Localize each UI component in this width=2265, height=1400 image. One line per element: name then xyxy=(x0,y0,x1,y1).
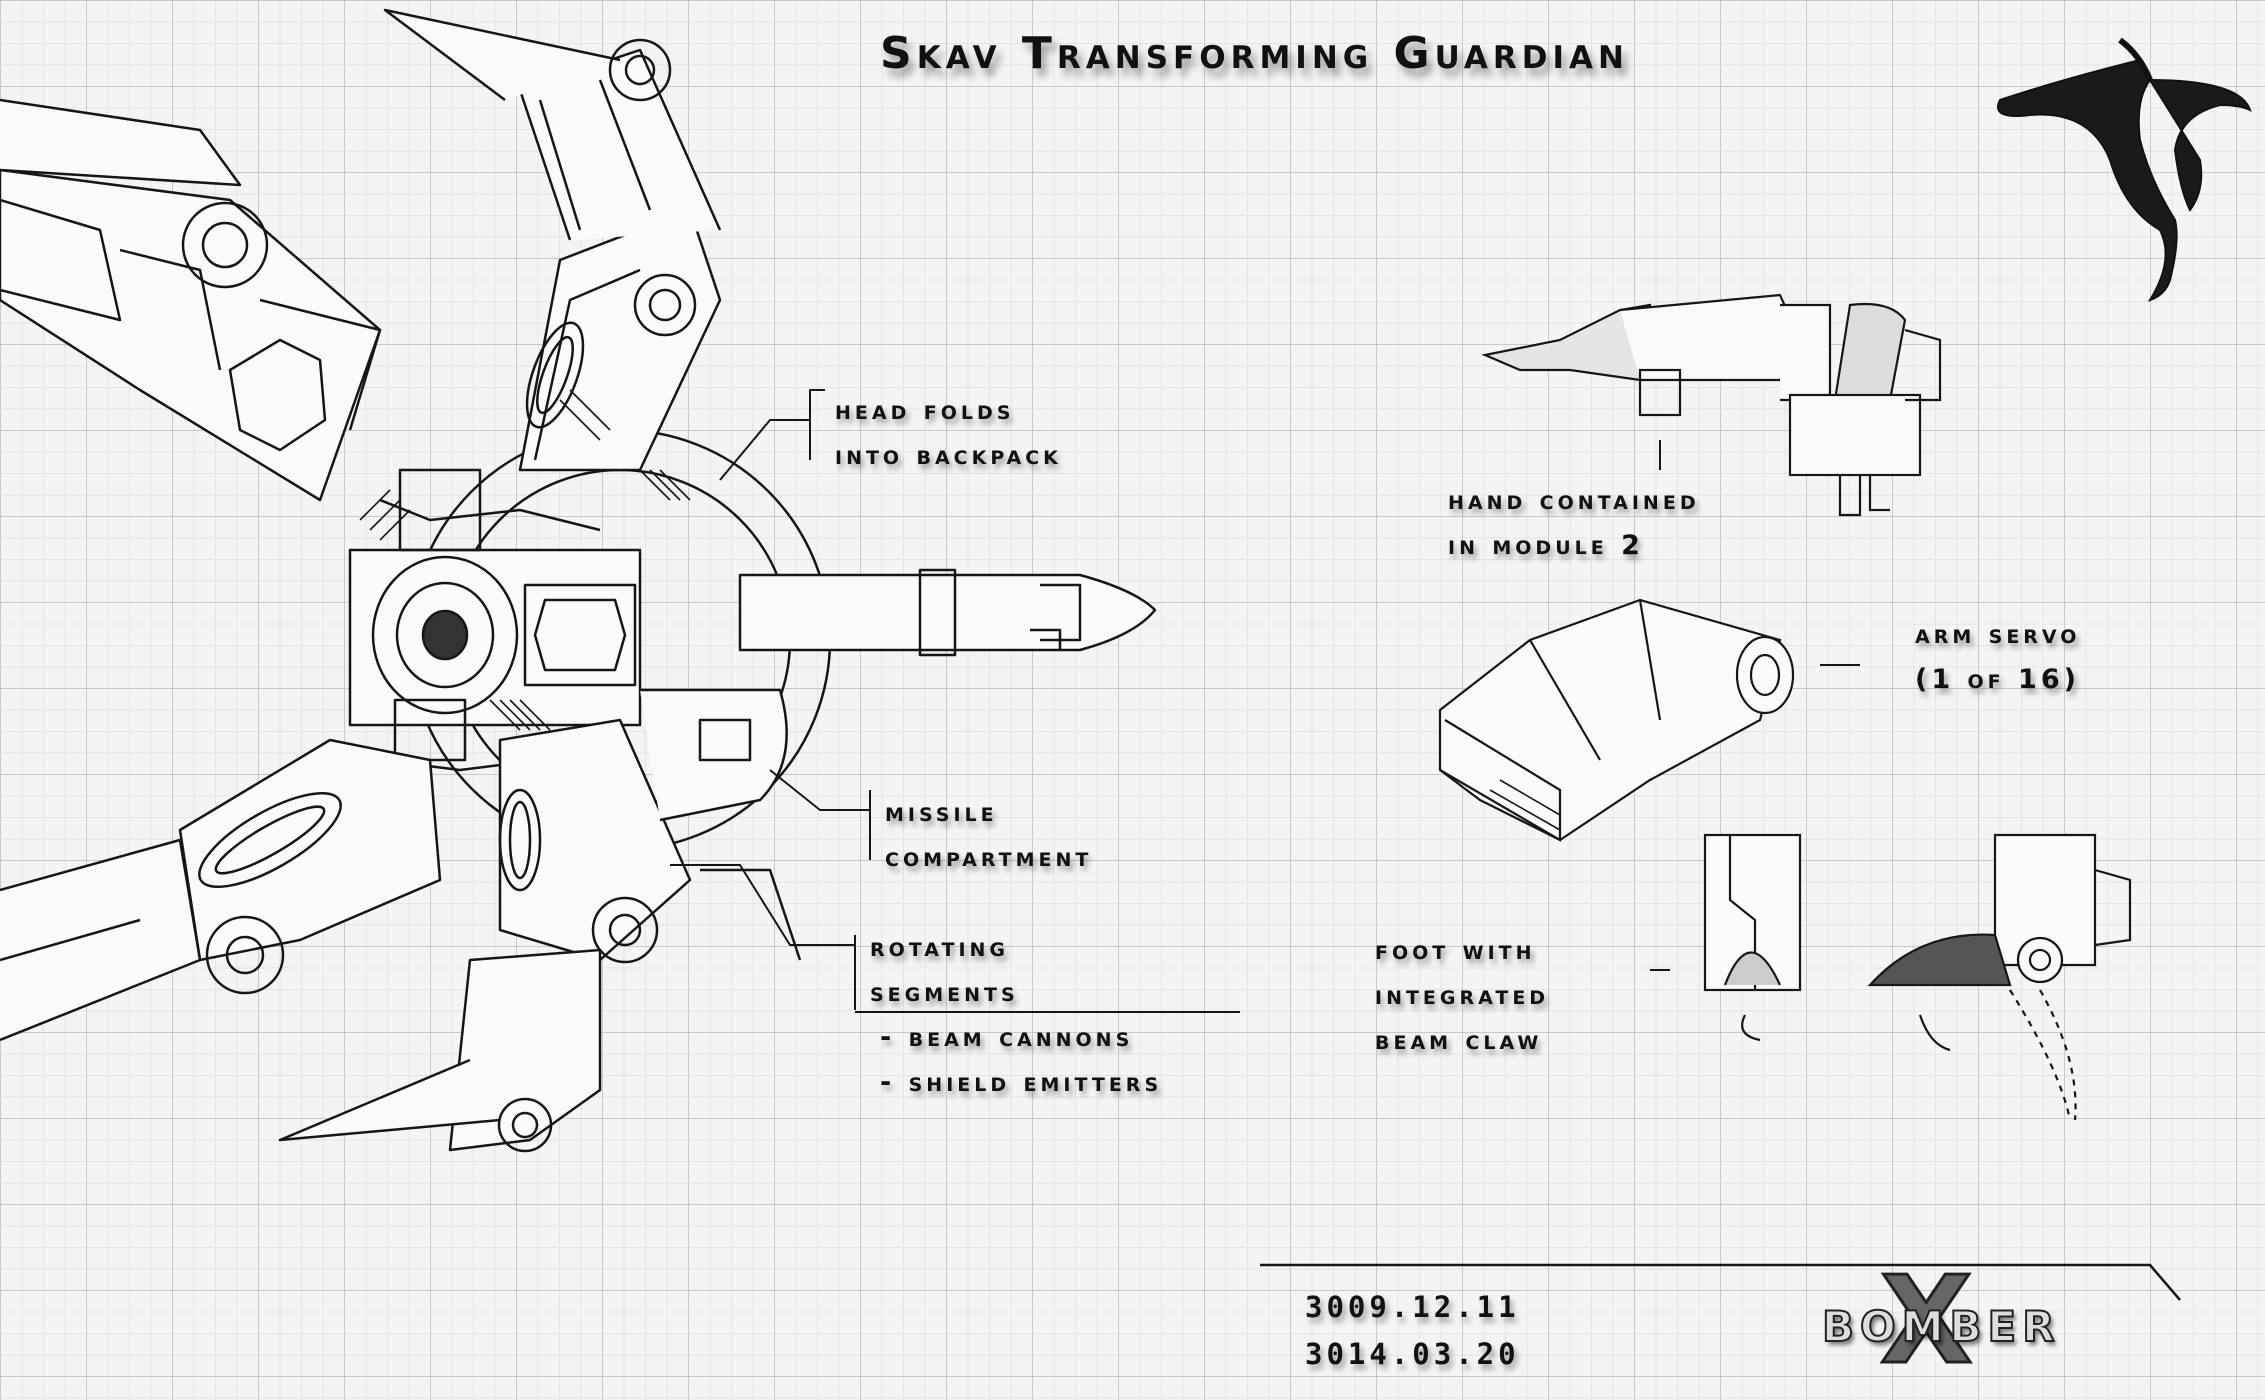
arm-servo-module xyxy=(1438,598,1795,842)
missile-line-2: compartment xyxy=(885,842,1093,873)
missile-line-1: Missile xyxy=(885,797,998,828)
missile xyxy=(738,568,1157,657)
foot-line-3: beam claw xyxy=(1375,1025,1543,1056)
logo-x-mark: X xyxy=(1879,1252,1975,1391)
hand-module xyxy=(1481,293,1942,517)
date-created: 3009.12.11 xyxy=(1305,1290,1520,1324)
rotating-line-2: Segments xyxy=(870,977,1019,1008)
tribal-heart-emblem-icon xyxy=(1997,37,2252,302)
head-folds-line-1: Head folds xyxy=(835,395,1015,426)
hand-line-1: Hand contained xyxy=(1448,485,1700,516)
hand-line-2: in module 2 xyxy=(1448,530,1644,561)
rotating-line-1: Rotating xyxy=(870,932,1010,963)
rotating-segments-label: Rotating Segments xyxy=(870,925,1019,1015)
arm-servo-label: Arm servo (1 of 16) xyxy=(1915,612,2080,702)
logo-text: BOMBER xyxy=(1821,1301,2061,1352)
foot-module xyxy=(1703,833,2132,1121)
rotating-items-list: - Beam cannons - Shield emitters xyxy=(880,1015,1162,1105)
guardian-core xyxy=(348,428,832,852)
missile-label: Missile compartment xyxy=(885,790,1092,880)
rotating-item-1: - Beam cannons xyxy=(880,1022,1134,1053)
foot-label: Foot with integrated beam claw xyxy=(1375,928,1549,1063)
page-title: Skav Transforming Guardian xyxy=(880,28,1629,79)
upper-left-arm xyxy=(0,98,382,502)
upper-arm-segment xyxy=(383,8,722,472)
lower-left-arm xyxy=(0,738,442,1042)
foot-line-2: integrated xyxy=(1375,980,1550,1011)
date-revised: 3014.03.20 xyxy=(1305,1337,1520,1371)
arm-servo-line-2: (1 of 16) xyxy=(1915,664,2080,695)
lower-arm-segment xyxy=(278,718,802,1153)
foot-line-1: Foot with xyxy=(1375,935,1536,966)
hand-label: Hand contained in module 2 xyxy=(1448,478,1700,568)
arm-servo-line-1: Arm servo xyxy=(1915,619,2081,650)
head-folds-line-2: into backpack xyxy=(835,440,1062,471)
head-folds-label: Head folds into backpack xyxy=(835,388,1062,478)
rotating-item-2: - Shield emitters xyxy=(880,1067,1163,1098)
